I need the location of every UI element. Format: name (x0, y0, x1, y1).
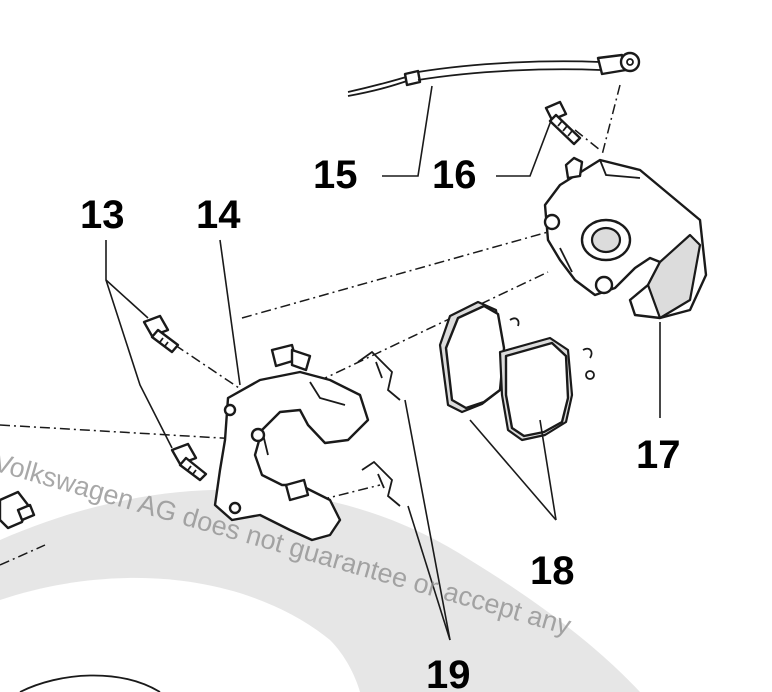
leader-lines (105, 85, 661, 641)
centerline-caliper-lower (299, 271, 549, 391)
callout-13: 13 (80, 193, 125, 237)
centerline-lower (299, 484, 381, 506)
wear-sensor-cable (347, 51, 641, 97)
centerline-bolt-upper (174, 344, 246, 393)
callout-15: 15 (313, 153, 358, 197)
bolt-16 (544, 100, 582, 146)
guide-pin-upper (357, 350, 401, 401)
bolt-13-lower (170, 442, 208, 482)
wheel-arc (19, 674, 161, 692)
callout-17: 17 (636, 433, 681, 477)
carrier-bracket (213, 343, 370, 542)
guide-pin-lower (361, 460, 401, 507)
callout-16: 16 (432, 153, 477, 197)
centerline-main (0, 424, 256, 441)
callout-18: 18 (530, 549, 575, 593)
centerline-left (0, 544, 46, 566)
brake-pad-outer (438, 300, 520, 414)
callout-14: 14 (196, 193, 241, 237)
left-partial-part (0, 490, 36, 530)
brake-pad-inner (498, 336, 595, 442)
centerline-sensor (601, 84, 621, 156)
centerline-bracket-caliper (241, 231, 549, 319)
callout-19: 19 (426, 653, 471, 692)
caliper-housing (543, 156, 708, 320)
watermark-band-inner (0, 577, 360, 692)
centerline-bolt16 (574, 129, 601, 151)
bolt-13-upper (142, 314, 180, 354)
